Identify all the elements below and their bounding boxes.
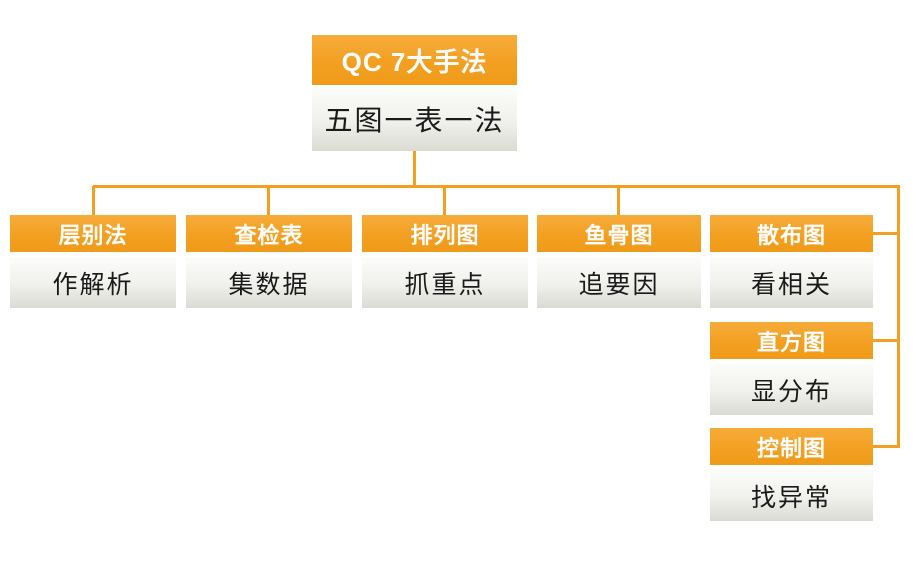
node-checksheet-purpose: 集数据 bbox=[186, 257, 352, 308]
node-pareto-purpose: 抓重点 bbox=[362, 257, 528, 308]
root-node-title: QC 7大手法 bbox=[312, 35, 517, 85]
connector-stub-histogram bbox=[873, 339, 897, 342]
node-pareto: 排列图 抓重点 bbox=[362, 215, 528, 308]
node-histogram-title: 直方图 bbox=[710, 322, 873, 359]
node-checksheet: 查检表 集数据 bbox=[186, 215, 352, 308]
node-controlchart-title: 控制图 bbox=[710, 428, 873, 465]
node-stratification-purpose: 作解析 bbox=[10, 257, 176, 308]
node-pareto-title: 排列图 bbox=[362, 215, 528, 252]
node-fishbone-title: 鱼骨图 bbox=[537, 215, 701, 252]
connector-horizontal bbox=[93, 185, 900, 188]
node-stratification-title: 层别法 bbox=[10, 215, 176, 252]
connector-drop-fishbone bbox=[617, 186, 620, 215]
connector-right-rail bbox=[897, 185, 900, 448]
connector-drop-stratification bbox=[92, 186, 95, 215]
connector-drop-pareto bbox=[443, 186, 446, 215]
node-fishbone: 鱼骨图 追要因 bbox=[537, 215, 701, 308]
node-fishbone-purpose: 追要因 bbox=[537, 257, 701, 308]
root-node-subtitle: 五图一表一法 bbox=[312, 87, 517, 151]
node-scatter-purpose: 看相关 bbox=[710, 257, 873, 308]
connector-drop-checksheet bbox=[267, 186, 270, 215]
node-histogram-purpose: 显分布 bbox=[710, 364, 873, 415]
connector-stub-scatter bbox=[873, 232, 897, 235]
node-scatter-title: 散布图 bbox=[710, 215, 873, 252]
connector-root-vertical bbox=[413, 151, 416, 187]
node-controlchart-purpose: 找异常 bbox=[710, 470, 873, 521]
node-histogram: 直方图 显分布 bbox=[710, 322, 873, 415]
node-scatter: 散布图 看相关 bbox=[710, 215, 873, 308]
connector-stub-controlchart bbox=[873, 445, 897, 448]
node-checksheet-title: 查检表 bbox=[186, 215, 352, 252]
node-stratification: 层别法 作解析 bbox=[10, 215, 176, 308]
node-controlchart: 控制图 找异常 bbox=[710, 428, 873, 521]
root-node: QC 7大手法 五图一表一法 bbox=[312, 35, 517, 151]
